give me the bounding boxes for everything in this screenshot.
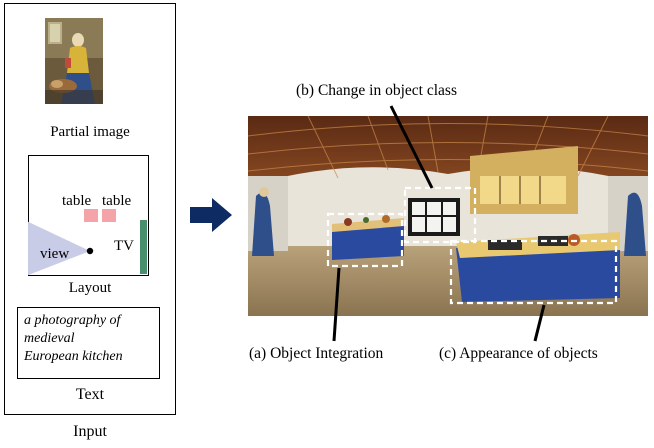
arrow-right-icon: [190, 198, 232, 232]
table-marker-1: [84, 209, 98, 222]
input-caption: Input: [73, 423, 107, 440]
view-point: [86, 247, 94, 255]
table-label-2: table: [102, 193, 132, 209]
table-marker-2: [102, 209, 116, 222]
text-prompt-line: a photography of: [24, 313, 121, 328]
tv-label: TV: [114, 238, 134, 254]
text-prompt-box: a photography of medieval European kitch…: [17, 307, 160, 379]
text-caption: Text: [75, 386, 105, 403]
partial-image-thumbnail: [45, 18, 103, 104]
layout-diagram: [28, 209, 147, 276]
table-label-1: table: [62, 193, 92, 209]
input-panel: [4, 3, 176, 415]
tv-marker: [140, 220, 147, 274]
partial-image-caption: Partial image: [50, 124, 130, 140]
layout-caption: Layout: [68, 280, 112, 296]
view-cone: [28, 221, 90, 276]
annotation-label-a: (a) Object Integration: [249, 345, 384, 362]
view-label: view: [40, 246, 70, 262]
text-prompt-line: European kitchen: [24, 349, 123, 364]
annotation-label-b: (b) Change in object class: [296, 82, 457, 99]
annotation-label-c: (c) Appearance of objects: [439, 345, 598, 362]
panorama-output-image: [248, 116, 648, 316]
layout-box: [28, 155, 149, 276]
text-prompt-line: medieval: [24, 331, 75, 346]
